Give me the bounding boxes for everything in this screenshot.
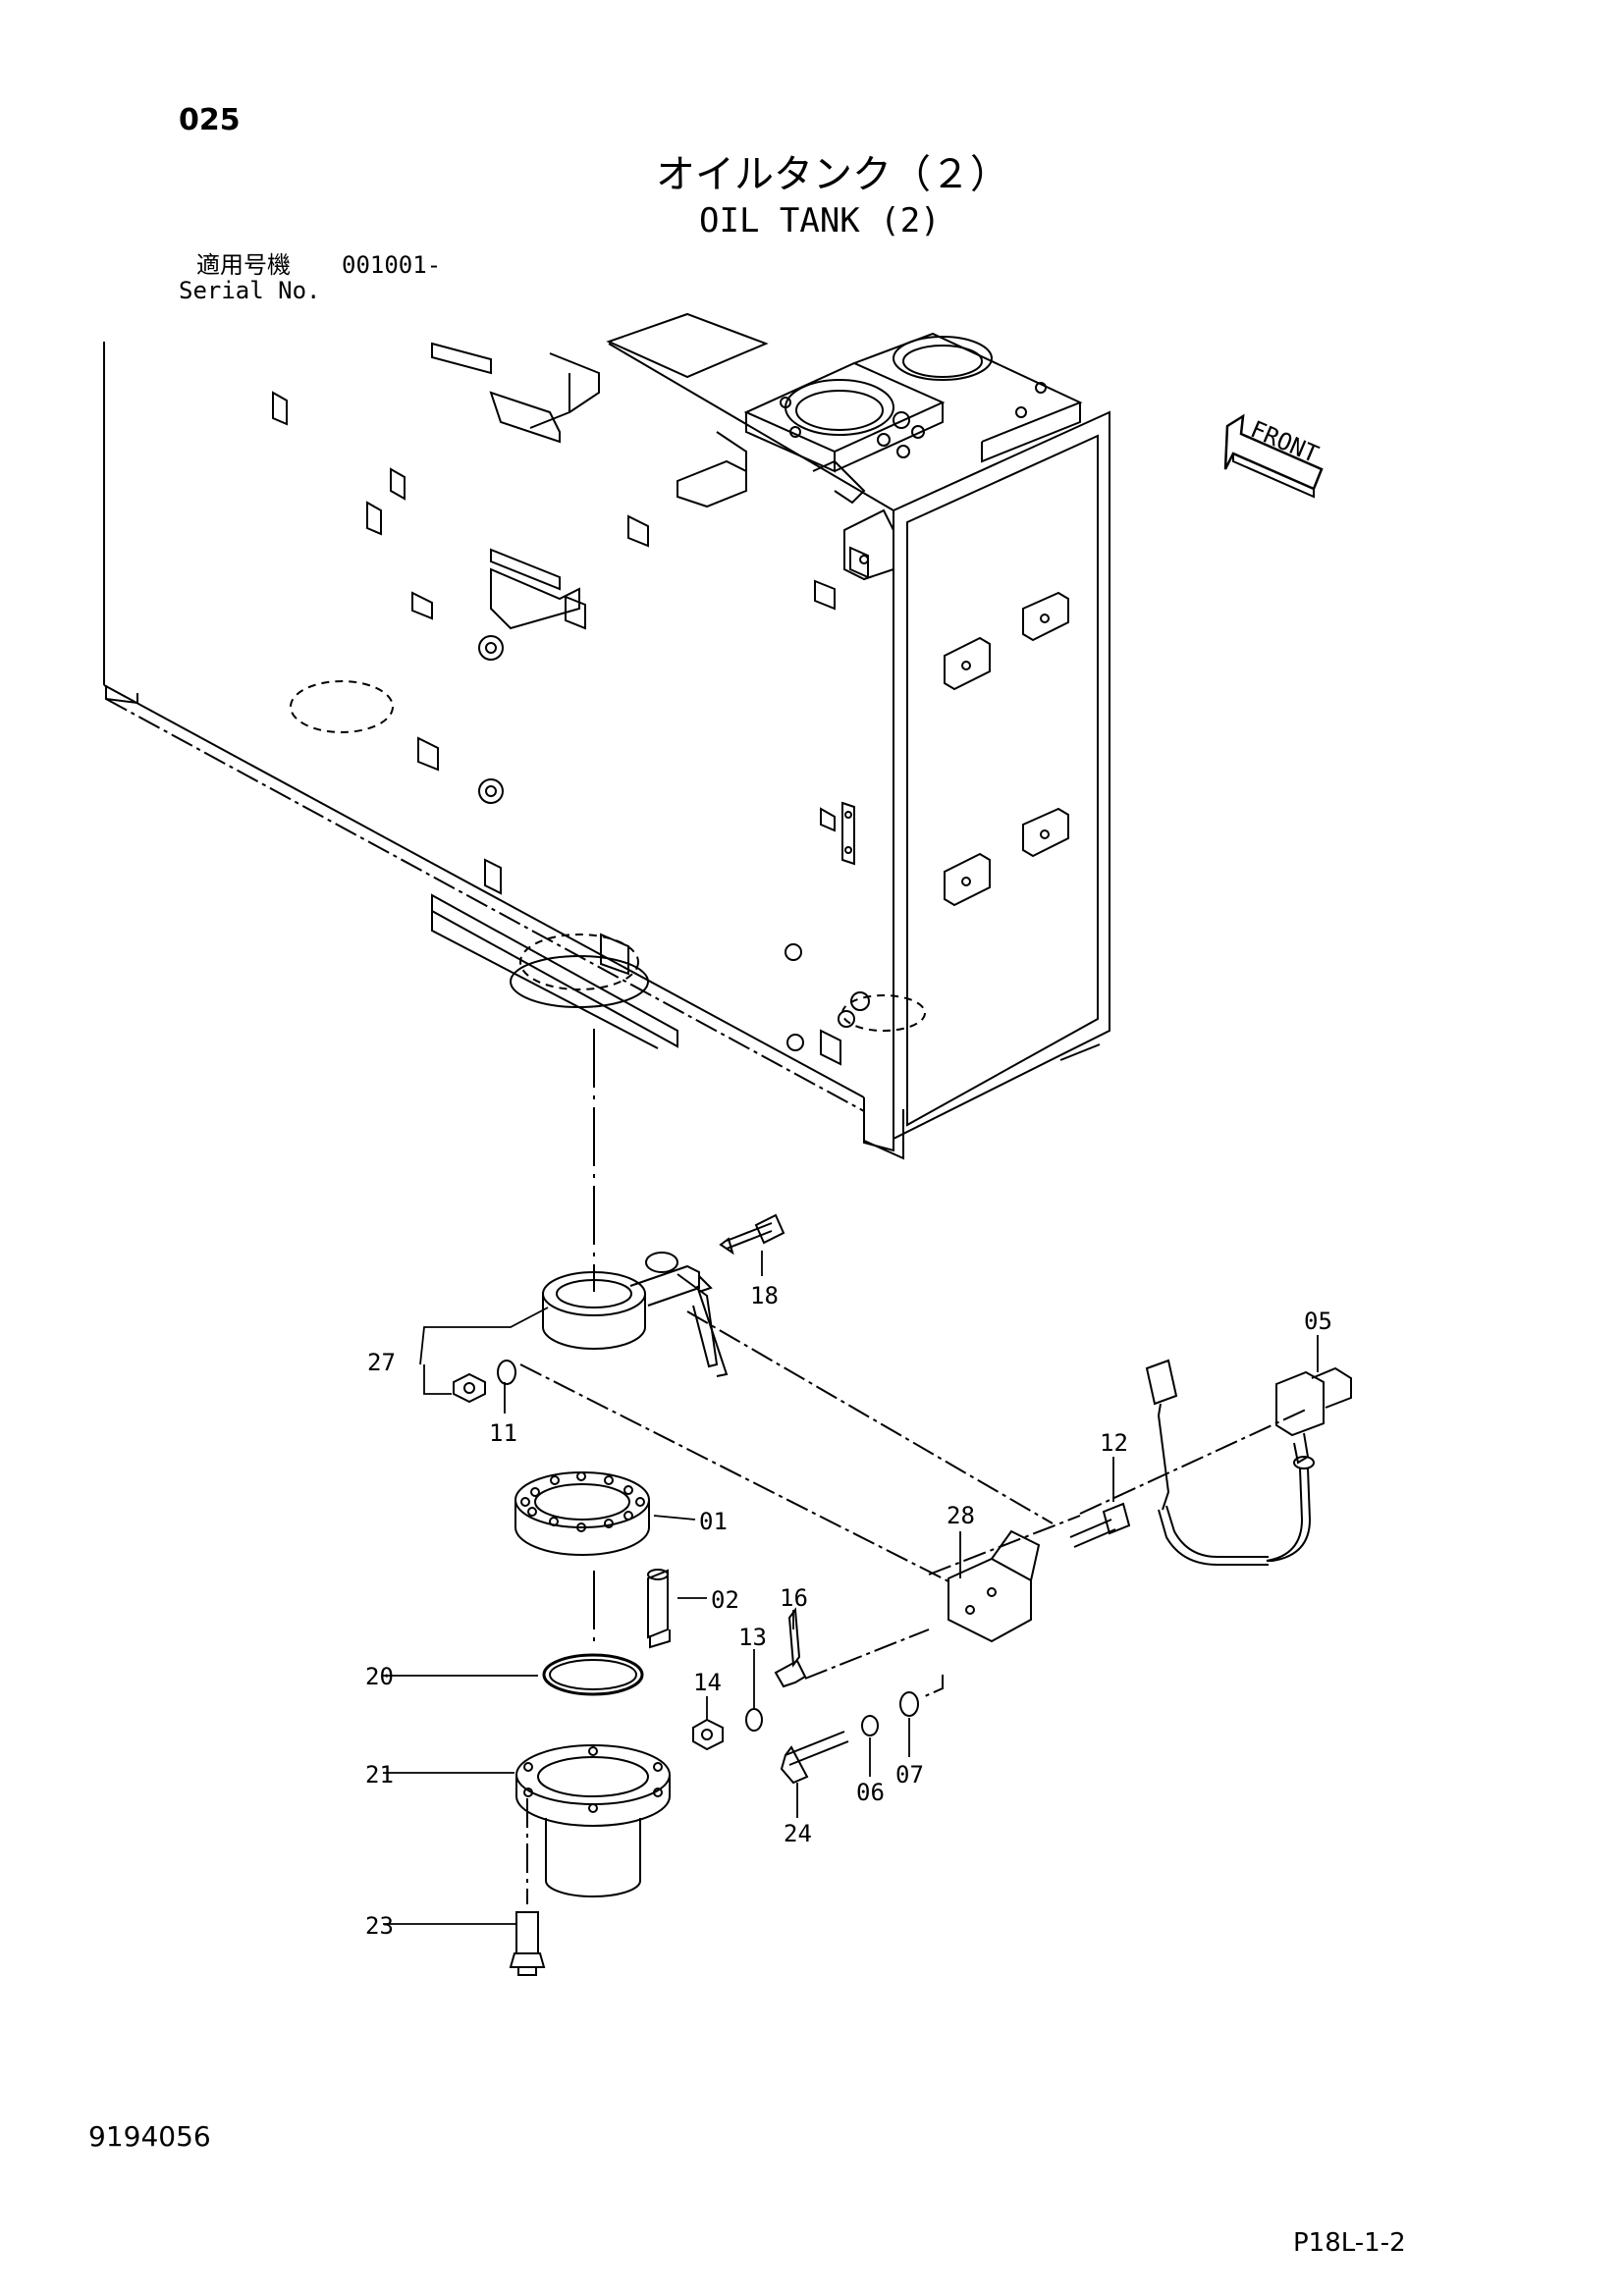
callout-02: 02 (711, 1586, 739, 1614)
level-switch-assembly (453, 1213, 1352, 1976)
front-label: FRONT (1246, 415, 1322, 468)
callout-06: 06 (856, 1779, 885, 1806)
page-title-english: OIL TANK (2) (699, 201, 941, 240)
callout-23: 23 (365, 1912, 394, 1940)
callout-05: 05 (1304, 1308, 1332, 1335)
callout-21: 21 (365, 1761, 394, 1789)
callout-28: 28 (947, 1502, 975, 1529)
page-number: 025 (179, 103, 241, 137)
callout-14: 14 (693, 1669, 722, 1696)
callout-16: 16 (780, 1584, 808, 1612)
serial-label-english: Serial No. (179, 277, 321, 304)
callout-11: 11 (489, 1419, 517, 1447)
document-number: 9194056 (88, 2120, 211, 2153)
callout-13: 13 (738, 1624, 767, 1651)
callout-07: 07 (895, 1761, 924, 1789)
callout-24: 24 (784, 1820, 812, 1847)
serial-label-japanese: 適用号機 (196, 251, 291, 279)
front-arrow-icon: FRONT (1223, 413, 1324, 499)
callout-leaders (383, 1251, 1319, 1925)
callout-01: 01 (699, 1508, 728, 1535)
callout-12: 12 (1100, 1429, 1128, 1457)
callout-labels: 18 27 11 01 02 20 21 23 14 13 16 24 06 0… (365, 1282, 1332, 1940)
page-title-japanese: オイルタンク（２） (656, 152, 1009, 197)
callout-20: 20 (365, 1663, 394, 1690)
page-code: P18L-1-2 (1293, 2228, 1406, 2258)
serial-number-value: 001001- (342, 251, 442, 279)
callout-27: 27 (367, 1349, 396, 1376)
oil-tank-body (103, 312, 1110, 1292)
callout-18: 18 (750, 1282, 779, 1309)
